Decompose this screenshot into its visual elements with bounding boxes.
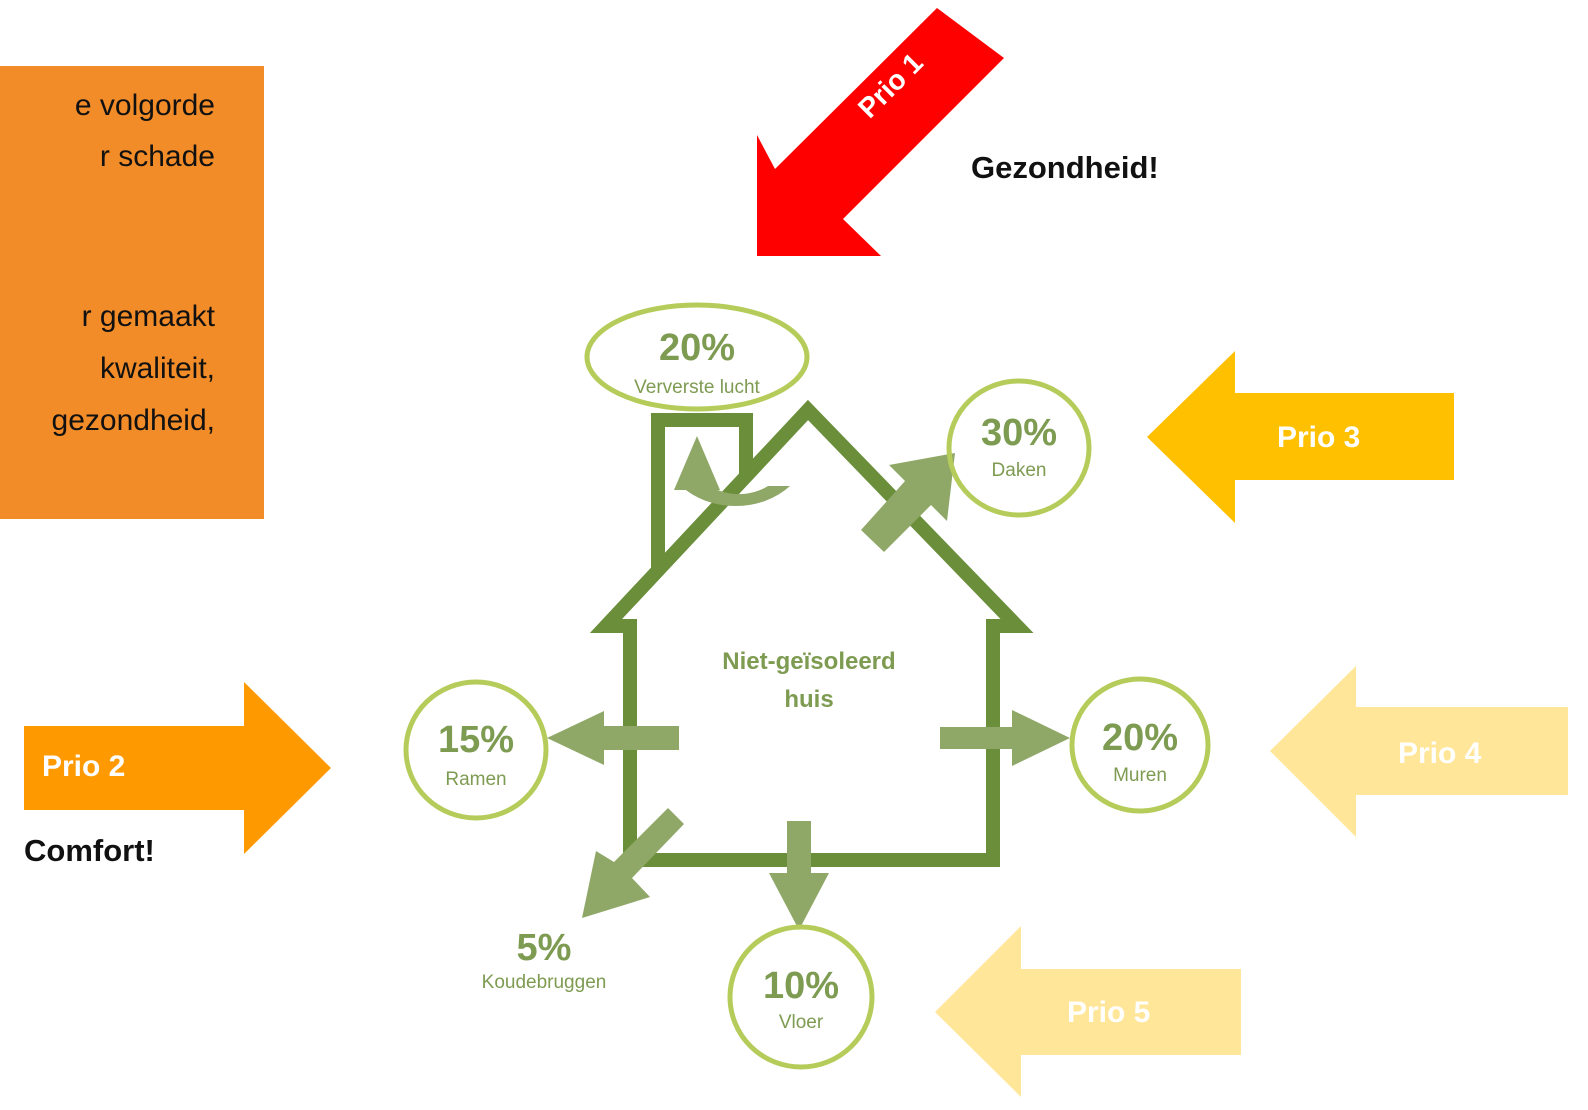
prio1-arrow [757,8,1004,256]
floor-loss-arrow [769,821,829,930]
walls-label: Muren [1113,765,1167,786]
prio5-arrow [935,926,1241,1097]
prio2-arrow [24,682,331,854]
prio2-label: Prio 2 [42,750,126,783]
windows-circle [403,679,549,821]
circular-arrow-head [674,436,720,490]
info-box: e volgorde r schade r gemaakt kwaliteit,… [0,66,264,519]
roof-label: Daken [991,460,1047,481]
heat-loss-arrows-icon [547,436,1070,930]
roof-percent: 30% [980,412,1058,454]
prio3-label: Prio 3 [1277,421,1361,454]
comfort-callout: Comfort! [24,833,155,868]
windows-loss-arrow [547,711,679,765]
walls-circle [1069,676,1211,814]
windows-label: Ramen [445,769,507,790]
floor-percent: 10% [762,965,840,1007]
roof-circle [946,378,1092,518]
walls-percent: 20% [1101,717,1179,759]
info-line-1: e volgorde [74,89,215,122]
health-callout: Gezondheid! [971,150,1159,185]
prio4-label: Prio 4 [1398,737,1482,770]
floor-circle [727,924,875,1070]
roof-loss-arrow [861,453,955,552]
air-label: Ververste lucht [634,377,760,398]
windows-percent: 15% [437,719,515,761]
house-center-line-1: Niet-geïsoleerd [722,648,896,675]
info-line-4: kwaliteit, [99,352,215,385]
prio3-arrow [1147,351,1454,523]
circular-arrow-icon [681,486,790,507]
info-line-2: r schade [99,140,215,173]
prio5-label: Prio 5 [1067,996,1151,1029]
bridges-label: Koudebruggen [481,972,607,993]
bridges-percent: 5% [516,927,572,969]
walls-loss-arrow [940,710,1070,766]
air-percent: 20% [658,327,736,369]
prio4-arrow [1270,666,1568,837]
info-line-3: r gemaakt [81,300,215,333]
air-circle [584,302,810,412]
bridges-loss-arrow [582,808,684,918]
info-line-5: gezondheid, [51,404,215,437]
floor-label: Vloer [778,1012,824,1033]
house-outline-icon [589,399,1034,867]
house-center-line-2: huis [784,686,834,713]
